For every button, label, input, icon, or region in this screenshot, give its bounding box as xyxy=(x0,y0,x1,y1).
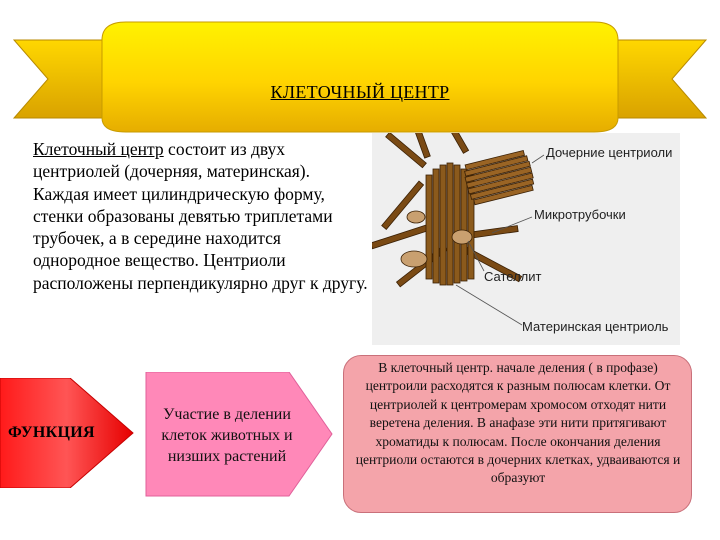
centriole-figure: Дочерние центриоли Микротрубочки Сателли… xyxy=(372,133,680,345)
label-daughter-centrioles: Дочерние центриоли xyxy=(546,145,673,160)
description-text: Клеточный центр состоит из двух центриол… xyxy=(33,138,368,294)
function-label: ФУНКЦИЯ xyxy=(8,424,95,441)
division-text: В клеточный центр. начале деления ( в пр… xyxy=(355,360,681,486)
function-arrow xyxy=(0,378,134,488)
label-mother-centriole: Материнская центриоль xyxy=(522,319,669,334)
banner-left-tail xyxy=(12,39,103,119)
centriole-illustration xyxy=(372,133,545,326)
label-microtubules: Микротрубочки xyxy=(534,207,626,222)
banner-right-tail xyxy=(617,39,708,119)
description-body: состоит из двух центриолей (дочерняя, ма… xyxy=(33,139,368,293)
participation-text: Участие в делении клеток животных и низш… xyxy=(161,406,293,465)
banner-band xyxy=(101,21,619,133)
participation-pentagon xyxy=(145,372,333,497)
page-title: КЛЕТОЧНЫЙ ЦЕНТР xyxy=(270,82,450,102)
description-term: Клеточный центр xyxy=(33,139,164,159)
division-info-box xyxy=(343,355,692,513)
label-satellite: Сателлит xyxy=(484,269,542,284)
title-banner xyxy=(12,21,708,133)
